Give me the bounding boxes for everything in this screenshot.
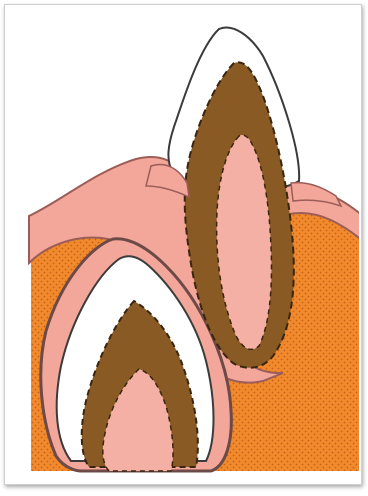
tooth-diagram <box>5 5 368 496</box>
figure-frame <box>4 4 362 485</box>
